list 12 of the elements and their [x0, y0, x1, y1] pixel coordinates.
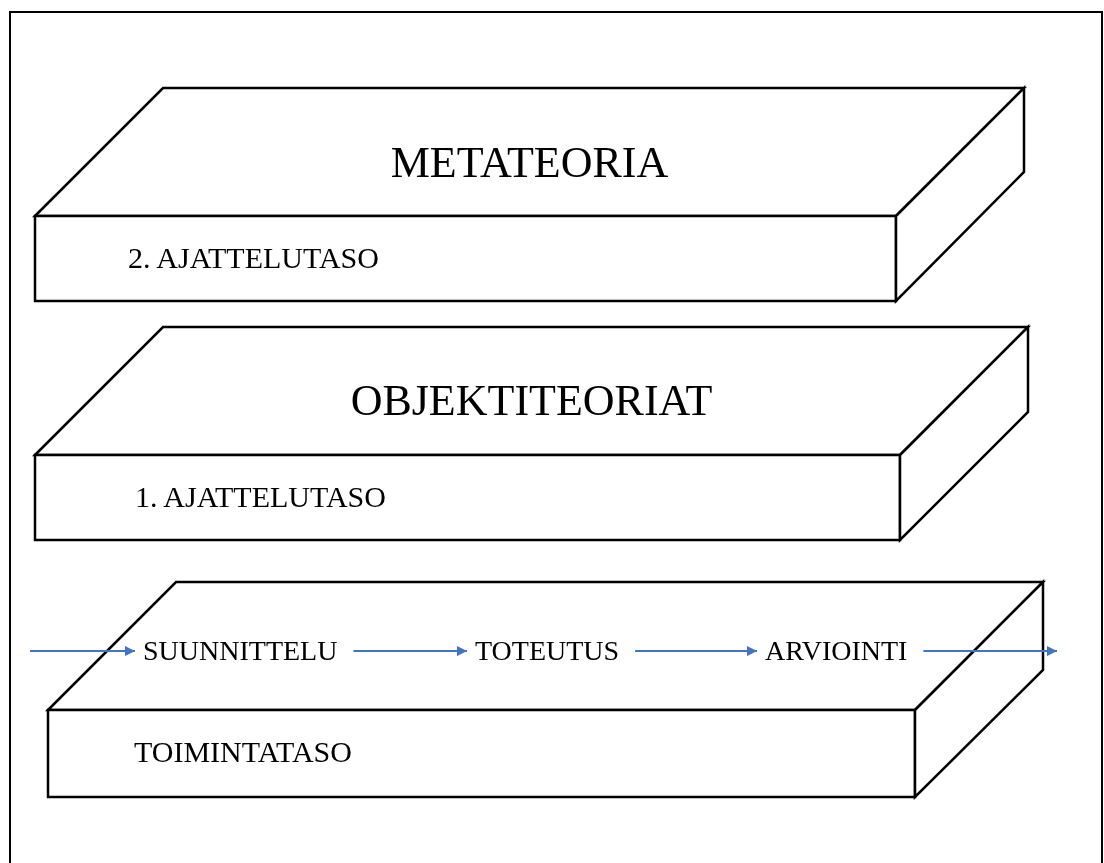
layer-title: OBJEKTITEORIAT — [350, 376, 713, 427]
arrow — [922, 646, 1058, 657]
layer-label: TOIMINTATASO — [134, 735, 352, 770]
step-label: TOTEUTUS — [475, 635, 620, 668]
arrow — [352, 646, 468, 657]
step-label: ARVIOINTI — [765, 635, 908, 668]
layer-label: 1. AJATTELUTASO — [135, 480, 386, 515]
layer-title: METATEORIA — [390, 138, 669, 189]
arrow — [634, 646, 758, 657]
layer-label: 2. AJATTELUTASO — [128, 241, 379, 276]
arrow — [29, 646, 136, 657]
step-label: SUUNNITTELU — [143, 635, 338, 668]
